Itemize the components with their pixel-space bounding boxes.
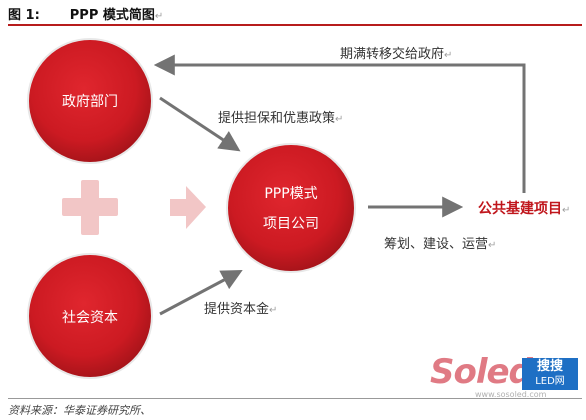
edge-build-text: 筹划、建设、运营 — [384, 237, 489, 252]
return-mark: ↵ — [488, 240, 497, 251]
edge-guarantee-label: 提供担保和优惠政策↵ — [218, 107, 343, 126]
figure-caption: 图 1: PPP 模式简图↵ — [8, 4, 163, 23]
edge-return-line — [153, 54, 526, 193]
node-spv-label-line1: PPP模式 — [264, 186, 318, 202]
node-gov-circle — [27, 38, 153, 164]
watermark-brand-en: LED网 — [535, 376, 565, 387]
figure-title: PPP 模式简图 — [69, 8, 155, 23]
return-mark: ↵ — [269, 305, 278, 316]
watermark-brand-cn: 搜搜 — [536, 359, 563, 374]
node-social-label: 社会资本 — [62, 310, 118, 326]
figure-number: 图 1: — [8, 8, 40, 23]
edge-guarantee-text: 提供担保和优惠政策 — [218, 111, 336, 126]
node-social-circle — [27, 253, 153, 379]
edge-capital-text: 提供资本金 — [204, 302, 270, 317]
node-spv-circle — [226, 143, 356, 273]
edge-return-text: 期满转移交给政府 — [340, 47, 445, 62]
edge-guarantee-line — [159, 96, 241, 152]
return-mark: ↵ — [154, 11, 164, 22]
caption-rule — [8, 24, 582, 26]
node-spv-label-line2: 项目公司 — [263, 216, 319, 232]
node-target-text: 公共基建项目 — [478, 201, 562, 217]
plus-icon — [62, 180, 118, 235]
edge-build-label: 筹划、建设、运营↵ — [384, 233, 496, 252]
watermark-url: www.sosoled.com — [475, 390, 547, 399]
return-mark: ↵ — [562, 205, 571, 216]
node-gov-label: 政府部门 — [62, 94, 118, 110]
arrow-right-icon — [170, 186, 206, 229]
node-target-label: 公共基建项目↵ — [478, 198, 570, 218]
return-mark: ↵ — [444, 50, 453, 61]
edge-capital-label: 提供资本金↵ — [204, 298, 277, 317]
return-mark: ↵ — [335, 114, 344, 125]
watermark-badge: 搜搜 LED网 — [522, 358, 578, 390]
footer-rule — [8, 398, 582, 399]
edge-return-label: 期满转移交给政府↵ — [340, 43, 452, 62]
watermark-logo: Soled — [430, 352, 533, 392]
source-note: 资料来源：华泰证券研究所、 — [8, 404, 151, 417]
edge-capital-line — [159, 270, 243, 316]
